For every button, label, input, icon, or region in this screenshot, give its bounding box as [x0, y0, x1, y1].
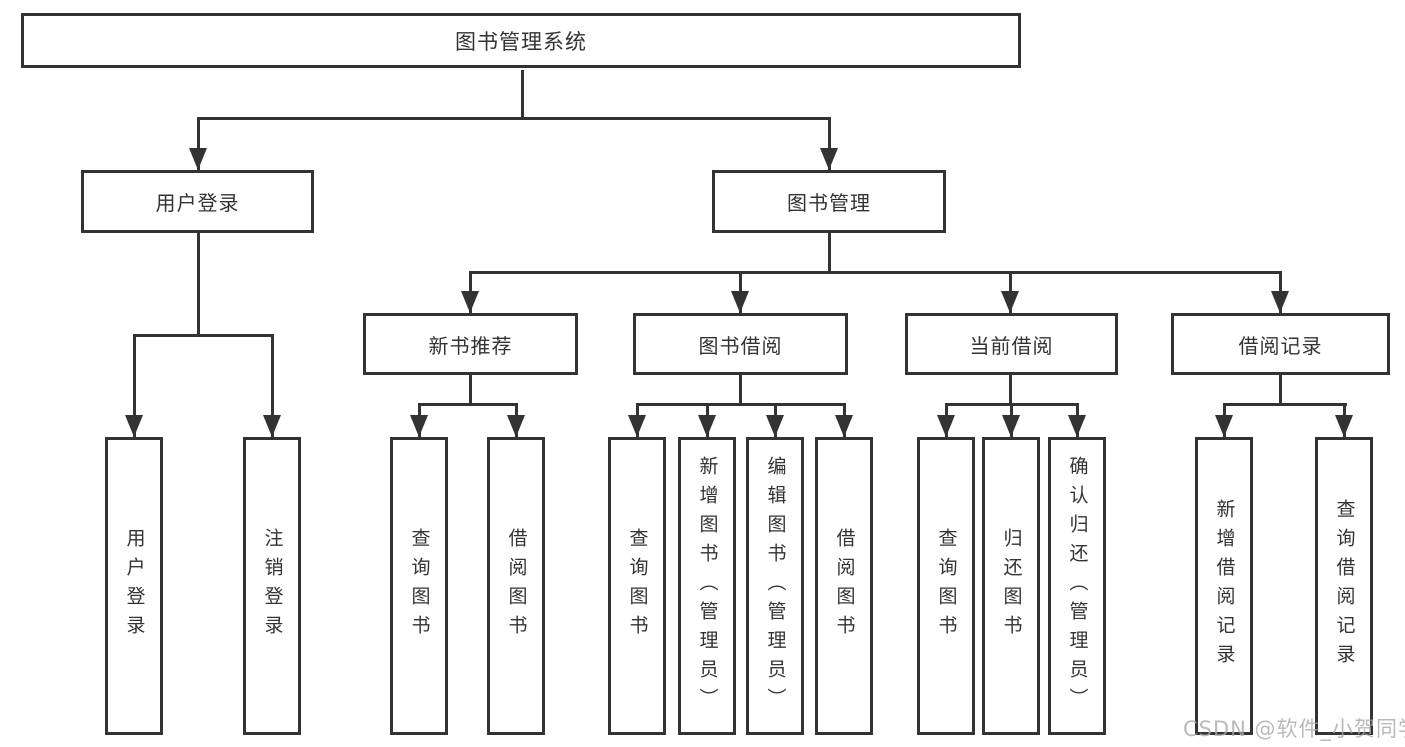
arrowhead-icon [766, 415, 784, 437]
leaf-current-return-books: 归还图书 [982, 437, 1040, 735]
node-borrow-records-label: 借阅记录 [1238, 333, 1323, 358]
edge-drop-book-management [828, 117, 831, 170]
leaf-logout-label: 注销登录 [261, 528, 284, 644]
arrowhead-icon [1001, 291, 1019, 313]
leaf-current-confirm-return-admin-label: 确认归还（管理员） [1066, 455, 1089, 717]
leaf-borrow-add-books-admin-label: 新增图书（管理员） [696, 455, 719, 717]
leaf-newbook-borrow-books: 借阅图书 [487, 437, 545, 735]
leaf-newbook-query-books: 查询图书 [390, 437, 448, 735]
arrowhead-icon [189, 148, 207, 170]
arrowhead-icon [628, 415, 646, 437]
leaf-record-query-record-label: 查询借阅记录 [1333, 499, 1356, 673]
arrowhead-icon [1335, 415, 1353, 437]
arrowhead-icon [1215, 415, 1233, 437]
arrowhead-icon [1068, 415, 1086, 437]
node-book-borrow: 图书借阅 [633, 313, 848, 375]
arrowhead-icon [507, 415, 525, 437]
leaf-record-add-record: 新增借阅记录 [1195, 437, 1253, 735]
leaf-borrow-query-books: 查询图书 [608, 437, 666, 735]
node-current-borrow: 当前借阅 [905, 313, 1118, 375]
arrowhead-icon [698, 415, 716, 437]
leaf-user-login-label: 用户登录 [123, 528, 146, 644]
node-book-management: 图书管理 [712, 170, 946, 233]
node-root-label: 图书管理系统 [455, 29, 587, 54]
leaf-borrow-add-books-admin: 新增图书（管理员） [678, 437, 736, 735]
edge-borrow-bar [636, 403, 846, 406]
edge-borrow-stem [739, 375, 742, 406]
node-new-book-recommend: 新书推荐 [363, 313, 578, 375]
edge-current-stem [1009, 375, 1012, 406]
arrowhead-icon [461, 291, 479, 313]
leaf-record-query-record: 查询借阅记录 [1315, 437, 1373, 735]
arrowhead-icon [1002, 415, 1020, 437]
leaf-record-add-record-label: 新增借阅记录 [1213, 499, 1236, 673]
leaf-borrow-query-books-label: 查询图书 [626, 528, 649, 644]
edge-user-stem [197, 233, 200, 337]
node-book-management-label: 图书管理 [787, 191, 871, 215]
edge-newbook-bar [418, 403, 518, 406]
leaf-borrow-edit-books-admin-label: 编辑图书（管理员） [764, 455, 787, 717]
node-current-borrow-label: 当前借阅 [969, 333, 1054, 358]
edge-drop-leaf-user-login [133, 334, 136, 437]
node-user-login: 用户登录 [81, 170, 314, 233]
leaf-current-confirm-return-admin: 确认归还（管理员） [1048, 437, 1106, 735]
arrowhead-icon [937, 415, 955, 437]
arrowhead-icon [125, 415, 143, 437]
leaf-current-query-books-label: 查询图书 [935, 528, 958, 644]
edge-drop-user-login [197, 117, 200, 170]
node-root: 图书管理系统 [21, 13, 1021, 68]
leaf-borrow-borrow-books: 借阅图书 [815, 437, 873, 735]
leaf-newbook-borrow-books-label: 借阅图书 [505, 528, 528, 644]
node-new-book-recommend-label: 新书推荐 [428, 333, 513, 358]
arrowhead-icon [820, 148, 838, 170]
leaf-current-return-books-label: 归还图书 [1000, 528, 1023, 644]
arrowhead-icon [263, 415, 281, 437]
edge-drop-leaf-logout [271, 334, 274, 437]
edge-root-stem [521, 70, 524, 120]
edge-record-stem [1279, 375, 1282, 406]
arrowhead-icon [731, 291, 749, 313]
watermark: CSDN @软件_小贺同学 [1183, 717, 1405, 741]
leaf-borrow-borrow-books-label: 借阅图书 [833, 528, 856, 644]
leaf-newbook-query-books-label: 查询图书 [408, 528, 431, 644]
leaf-borrow-edit-books-admin: 编辑图书（管理员） [746, 437, 804, 735]
edge-record-bar [1223, 403, 1347, 406]
node-user-login-label: 用户登录 [155, 191, 240, 215]
edge-level2-bar [197, 117, 831, 120]
leaf-logout: 注销登录 [243, 437, 301, 735]
arrowhead-icon [835, 415, 853, 437]
arrowhead-icon [1271, 291, 1289, 313]
edge-user-bar [133, 334, 274, 337]
edge-newbook-stem [469, 375, 472, 406]
node-book-borrow-label: 图书借阅 [698, 333, 783, 358]
arrowhead-icon [410, 415, 428, 437]
leaf-user-login: 用户登录 [105, 437, 163, 735]
leaf-current-query-books: 查询图书 [917, 437, 975, 735]
edge-mgmt-stem [828, 233, 831, 274]
node-borrow-records: 借阅记录 [1171, 313, 1390, 375]
edge-level3-bar [469, 271, 1282, 274]
